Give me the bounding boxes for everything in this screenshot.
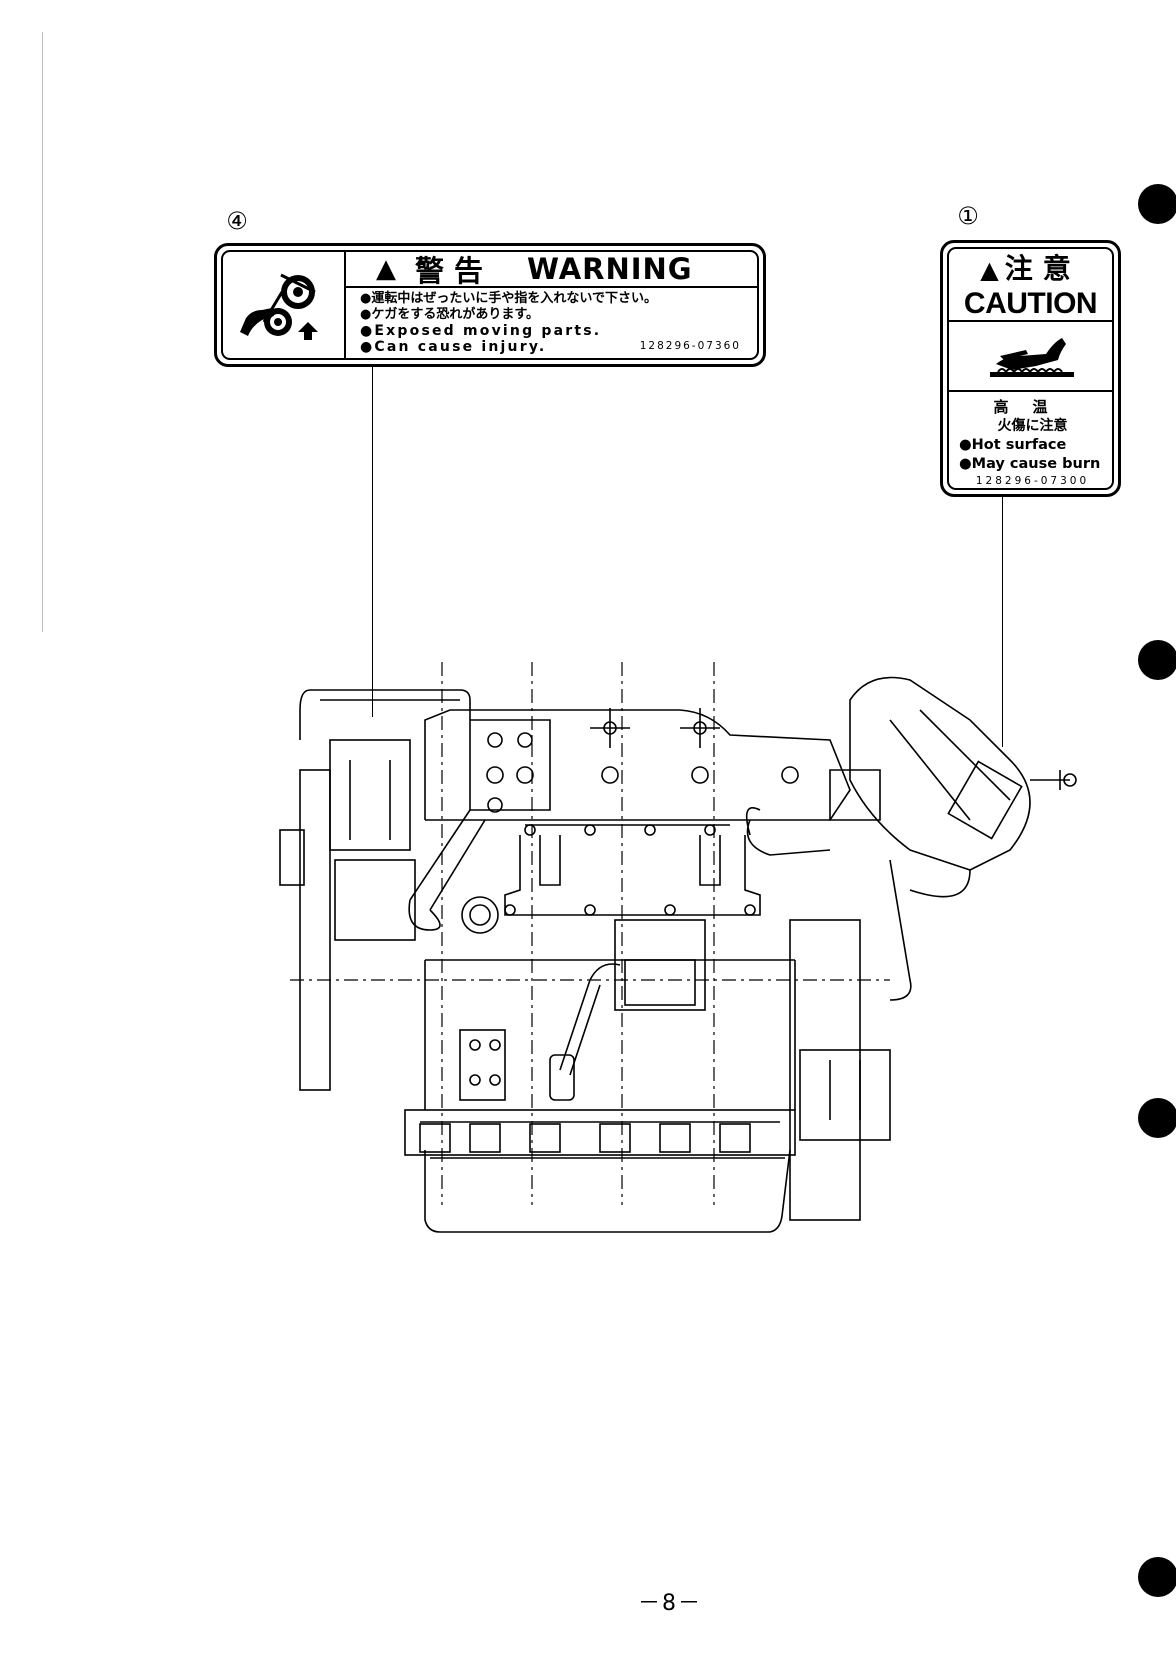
- punch-hole-3: [1138, 1098, 1176, 1138]
- caution-label: ▲注意 CAUTION 高温 火傷に注意 ●Hot surface ●May c…: [940, 240, 1121, 497]
- punch-hole-2: [1138, 640, 1176, 680]
- caution-line-en-2: ●May cause burn: [959, 455, 1106, 474]
- caution-title-ja: 注意: [1005, 252, 1081, 285]
- caution-triangle-icon: ▲: [980, 256, 1004, 284]
- page-margin-line: [42, 32, 43, 632]
- warning-line-ja-2: ●ケガをする恐れがあります。: [360, 307, 757, 323]
- callout-number-caution: ①: [953, 201, 983, 231]
- callout-number-warning: ④: [222, 206, 252, 236]
- warning-label: ▲ 警告 WARNING ●運転中はぜったいに手や指を入れないで下さい。 ●ケガ…: [214, 243, 766, 367]
- hot-surface-hand-icon: [949, 322, 1112, 392]
- page-number: －8－: [0, 1585, 1176, 1617]
- rotating-parts-hand-icon: [223, 252, 346, 358]
- caution-title-en: CAUTION: [949, 288, 1112, 320]
- warning-title: ▲ 警告 WARNING: [346, 252, 757, 288]
- caution-line-ja-2: 火傷に注意: [959, 417, 1106, 436]
- engine-side-view-diagram: [270, 660, 1130, 1260]
- warning-title-en: WARNING: [527, 252, 693, 286]
- caution-line-ja-1: 高温: [959, 398, 1106, 417]
- warning-line-ja-1: ●運転中はぜったいに手や指を入れないで下さい。: [360, 291, 757, 307]
- warning-triangle-icon: ▲: [376, 254, 397, 284]
- caution-line-en-1: ●Hot surface: [959, 436, 1106, 455]
- warning-line-en-1: ●Exposed moving parts.: [360, 323, 757, 339]
- punch-hole-1: [1138, 184, 1176, 224]
- caution-part-number: 128296-07300: [959, 474, 1106, 488]
- warning-part-number: 128296-07360: [640, 338, 741, 354]
- warning-title-ja: 警告: [415, 250, 493, 290]
- caution-title: ▲注意 CAUTION: [949, 249, 1112, 322]
